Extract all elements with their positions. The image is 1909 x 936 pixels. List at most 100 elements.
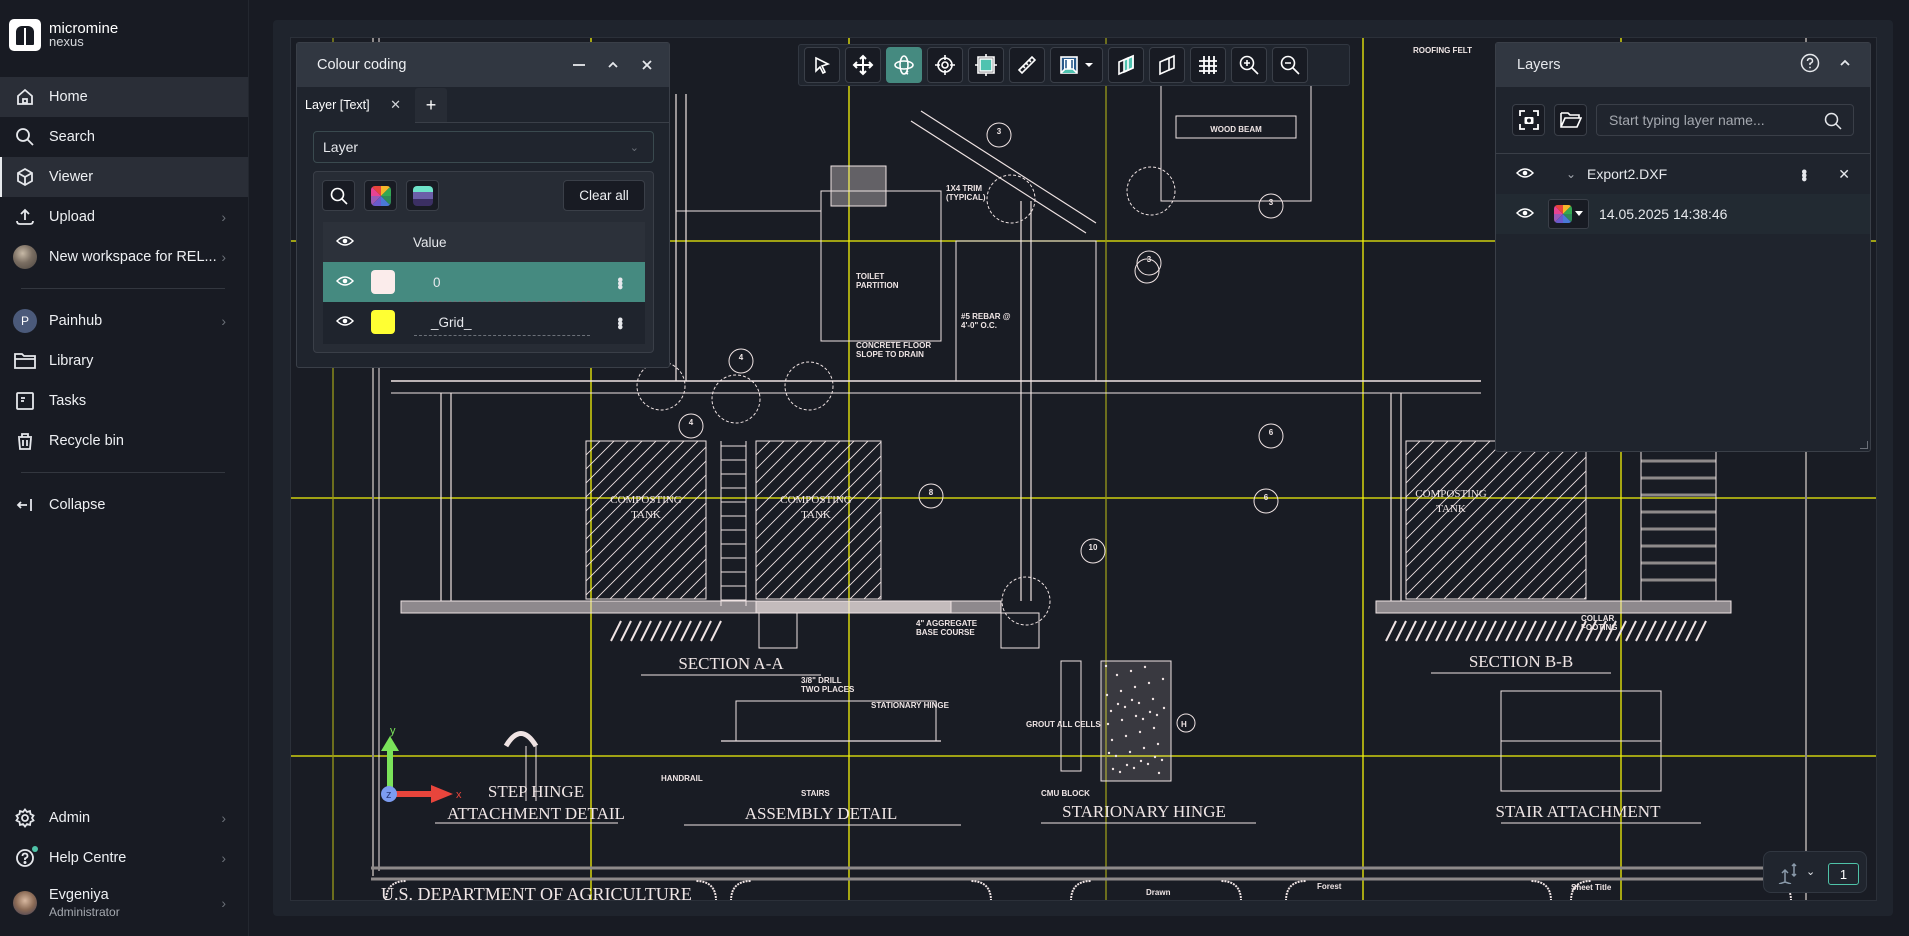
divider [21,288,225,289]
callout-number: 3 [1269,198,1274,207]
collapse-button[interactable]: Collapse [0,485,248,525]
zoom-in-button[interactable] [1231,47,1267,83]
user-role: Administrator [49,905,120,919]
aggregate-dot [1134,714,1138,718]
title-block-arc [1070,880,1092,900]
section-title: SECTION B-B [1469,652,1573,671]
aggregate-dot [1106,722,1110,726]
colour-ramp-button[interactable] [406,180,439,211]
soil-hatch [1565,620,1577,642]
colour-swatch[interactable] [371,270,395,294]
sidebar-item-label: Search [49,129,95,145]
callout-number: 3 [997,127,1002,136]
select-tool-button[interactable] [804,47,840,83]
sublayer-row[interactable]: 14.05.2025 14:38:46 [1496,194,1870,234]
zoom-out-icon [1280,55,1300,75]
clip-plane-button[interactable] [1149,47,1185,83]
eye-icon[interactable] [335,274,355,291]
chevron-down-icon[interactable]: ⌄ [1566,167,1577,181]
attribute-select[interactable]: Layer ⌄ [313,131,654,163]
drawing-label: 4'-0" O.C. [961,321,997,330]
eye-icon[interactable] [335,234,355,251]
section-box-button[interactable] [1108,47,1144,83]
sidebar-item-viewer[interactable]: Viewer [0,157,248,197]
axis-label: y [390,725,396,737]
search-values-button[interactable] [322,180,355,211]
orbit-tool-button[interactable] [886,47,922,83]
eye-icon[interactable] [335,314,355,331]
view-cube-dropdown[interactable] [1050,47,1103,83]
aggregate-dot [1143,665,1147,669]
colour-map-dropdown[interactable] [1548,199,1589,229]
chevron-down-icon[interactable]: ⌄ [1806,866,1816,878]
colour-coding-header[interactable]: Colour coding [297,43,669,87]
layer-search-field[interactable] [1596,104,1854,136]
soil-hatch [1685,620,1697,642]
table-row[interactable]: 0 ••• [323,262,645,302]
clear-all-button[interactable]: Clear all [563,180,645,211]
sidebar-item-search[interactable]: Search [0,117,248,157]
more-options-icon[interactable]: ••• [611,276,628,288]
focus-tool-button[interactable] [927,47,963,83]
sidebar: micromine nexus Home Search Viewer Uploa… [0,0,249,936]
user-profile[interactable]: Evgeniya Administrator › [0,880,248,926]
sidebar-item-workspace[interactable]: New workspace for REL... › [0,237,248,277]
more-options-icon[interactable]: ••• [1795,168,1812,180]
detail-circle [986,174,1036,224]
close-icon[interactable] [639,57,655,73]
logo[interactable]: micromine nexus [9,19,118,51]
drawing-label: CONCRETE FLOOR [856,341,931,350]
search-icon [13,125,37,149]
chevron-right-icon: › [221,313,226,329]
tab-layer-text[interactable]: Layer [Text] ✕ [297,87,415,123]
home-icon [13,85,37,109]
fit-to-screen-button[interactable] [968,47,1004,83]
sidebar-item-upload[interactable]: Upload › [0,197,248,237]
sidebar-item-home[interactable]: Home [0,77,248,117]
more-options-icon[interactable]: ••• [611,316,628,328]
layer-search-input[interactable] [1597,105,1853,135]
sidebar-item-painhub[interactable]: P Painhub › [0,301,248,341]
open-folder-button[interactable] [1554,104,1587,136]
detail-callout [1258,193,1284,219]
sidebar-item-recycle-bin[interactable]: Recycle bin [0,421,248,461]
aggregate-dot [1146,762,1150,766]
detail-circle [784,361,834,411]
eye-icon[interactable] [1515,166,1535,183]
chevron-up-icon[interactable] [1838,56,1852,74]
pan-tool-button[interactable] [845,47,881,83]
colour-palette-button[interactable] [364,180,397,211]
axis-scale-icon[interactable] [1776,862,1802,889]
cad-rect [735,700,937,742]
scale-value-input[interactable]: 1 [1828,863,1859,885]
sidebar-item-tasks[interactable]: Tasks [0,381,248,421]
remove-layer-icon[interactable]: ✕ [1838,165,1850,182]
aggregate-dot [1118,770,1122,774]
colour-swatch[interactable] [371,310,395,334]
chevron-up-icon[interactable] [605,57,621,73]
add-tab-button[interactable]: + [415,88,447,122]
soil-hatch [1665,620,1677,642]
divider [414,335,590,336]
sidebar-item-help-centre[interactable]: Help Centre › [0,838,248,878]
chevron-right-icon: › [221,209,226,225]
zoom-out-button[interactable] [1272,47,1308,83]
table-row[interactable]: _Grid_ ••• [323,302,645,342]
resize-handle[interactable] [1860,441,1868,449]
sidebar-item-admin[interactable]: Admin › [0,798,248,838]
sidebar-item-label: Collapse [49,497,106,513]
close-tab-icon[interactable]: ✕ [390,97,401,112]
eye-icon[interactable] [1515,206,1535,223]
soil-hatch [1635,620,1647,642]
screenshot-button[interactable] [1512,104,1545,136]
measure-tool-button[interactable] [1009,47,1045,83]
layer-file-row[interactable]: ⌄ Export2.DXF ••• ✕ [1496,154,1870,194]
sidebar-item-library[interactable]: Library [0,341,248,381]
grid-toggle-button[interactable] [1190,47,1226,83]
ruler-icon [1017,55,1037,75]
help-icon[interactable] [1800,53,1820,77]
layers-header[interactable]: Layers [1496,43,1870,87]
minimize-icon[interactable] [571,57,587,73]
axis-label: z [386,789,392,801]
slab [1375,600,1732,614]
